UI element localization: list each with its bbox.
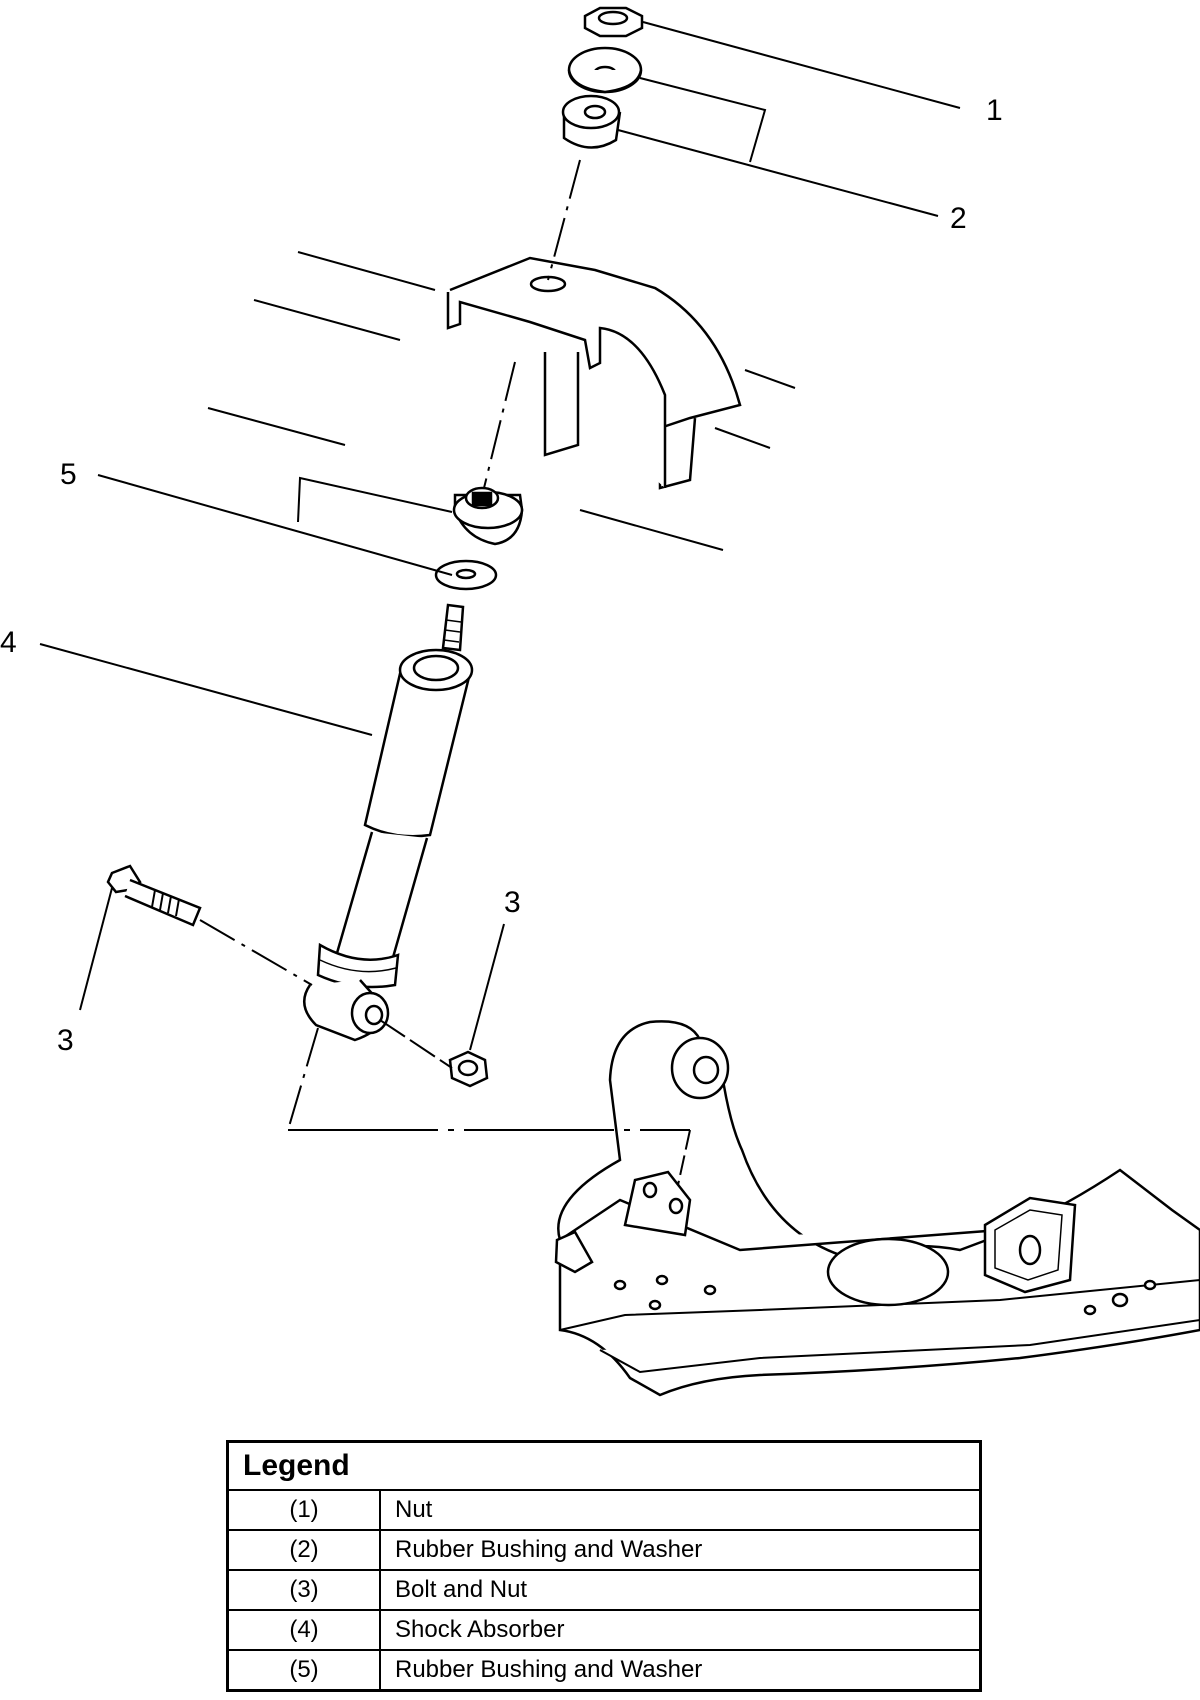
legend-item-label: Nut bbox=[379, 1489, 982, 1531]
legend-item-number: (4) bbox=[226, 1609, 381, 1651]
lower-control-arm bbox=[554, 1020, 1200, 1397]
callout-4: 4 bbox=[0, 626, 17, 659]
legend-item-label: Shock Absorber bbox=[379, 1609, 982, 1651]
shock-absorber-4 bbox=[303, 603, 474, 1042]
legend-item-number: (5) bbox=[226, 1649, 381, 1692]
callout-3-left: 3 bbox=[57, 1024, 74, 1057]
legend-header-row: Legend bbox=[226, 1440, 982, 1491]
legend-row: (1) Nut bbox=[226, 1489, 982, 1531]
callout-leaders bbox=[39, 21, 961, 1051]
legend-row: (2) Rubber Bushing and Washer bbox=[226, 1529, 982, 1571]
assembly-centerlines bbox=[199, 159, 691, 1186]
legend-row: (4) Shock Absorber bbox=[226, 1609, 982, 1651]
legend-item-label: Rubber Bushing and Washer bbox=[379, 1649, 982, 1692]
upper-washer-2 bbox=[567, 46, 643, 94]
legend-title: Legend bbox=[226, 1440, 982, 1491]
legend-table: Legend (1) Nut (2) Rubber Bushing and Wa… bbox=[226, 1440, 982, 1692]
lower-nut-3 bbox=[448, 1050, 489, 1088]
callout-5: 5 bbox=[60, 458, 77, 491]
legend-item-label: Rubber Bushing and Washer bbox=[379, 1529, 982, 1571]
upper-mount-bracket bbox=[446, 256, 742, 490]
legend-row: (3) Bolt and Nut bbox=[226, 1569, 982, 1611]
upper-nut-1 bbox=[583, 6, 644, 38]
upper-bushing-2 bbox=[561, 94, 622, 149]
callout-3-right: 3 bbox=[504, 886, 521, 919]
frame-outline-lines bbox=[207, 251, 796, 551]
legend-item-number: (1) bbox=[226, 1489, 381, 1531]
legend-item-number: (3) bbox=[226, 1569, 381, 1611]
lower-bushing-5 bbox=[452, 486, 524, 546]
legend-item-label: Bolt and Nut bbox=[379, 1569, 982, 1611]
callout-2: 2 bbox=[950, 202, 967, 235]
legend-item-number: (2) bbox=[226, 1529, 381, 1571]
legend-row: (5) Rubber Bushing and Washer bbox=[226, 1649, 982, 1692]
lower-bolt-3 bbox=[106, 864, 202, 927]
shock-absorber-exploded-diagram: 1 2 5 4 3 3 bbox=[0, 6, 1200, 1397]
lower-washer-5 bbox=[434, 559, 498, 591]
callout-1: 1 bbox=[986, 94, 1003, 127]
